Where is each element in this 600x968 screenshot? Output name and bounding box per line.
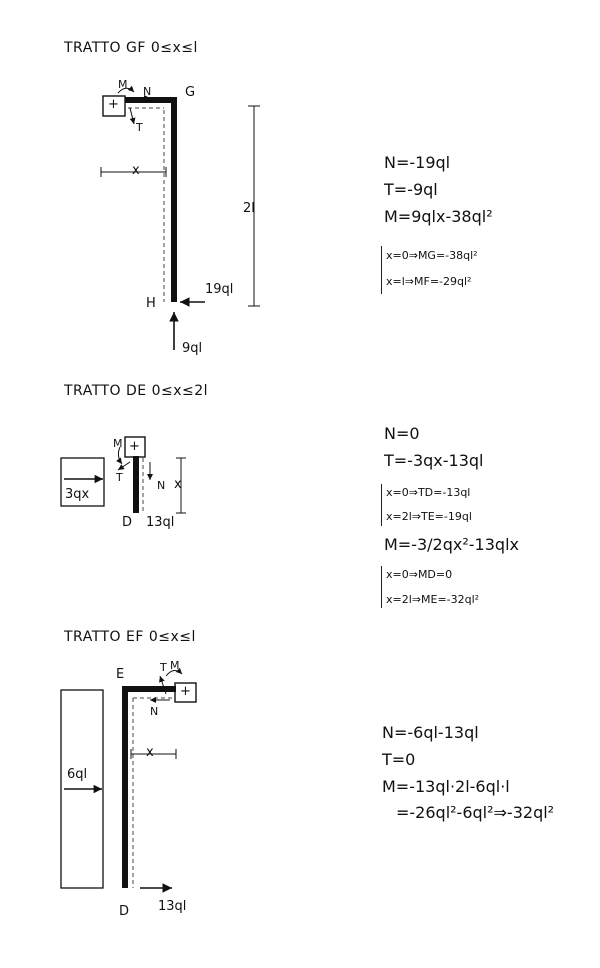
diagram-de [60,436,186,514]
ef-node-d: D [119,904,130,919]
gf-end-box [102,95,126,117]
ef-eq-n: N=-6ql-13ql [382,723,479,742]
gf-eq-n: N=-19ql [384,153,451,172]
de-moment-arrow [116,446,123,465]
ef-moment-arrow [165,667,183,677]
gf-eq-case2: x=l⇒MF=-29ql² [386,275,472,288]
gf-eq-t: T=-9ql [384,180,438,199]
ef-eq-t: T=0 [382,750,416,769]
ef-load-label: 6ql [67,767,88,782]
de-m-label: M [113,437,123,450]
ef-plus-sign: + [180,684,191,699]
ef-t-label: T [160,661,167,674]
gf-axial-load-label: 19ql [205,282,234,297]
ef-axial-load-label: 13ql [158,899,187,914]
gf-moment-arrow [117,85,135,94]
de-case-brace-m [381,566,382,608]
de-t-arrow [117,461,131,471]
de-n-label: N [157,479,166,492]
de-eq-m: M=-3/2qx²-13qlx [384,535,519,554]
de-axial-load-label: 13ql [146,515,175,530]
ef-n-label: N [150,705,159,718]
gf-x-label: x [132,163,140,178]
ef-m-label: M [170,659,180,672]
gf-length-label: 2l [243,201,255,216]
gf-case-brace [381,246,382,294]
de-case-brace-t [381,484,382,526]
section-ef-title: TRATTO EF 0≤x≤l [64,629,196,645]
de-load-label: 3qx [65,487,90,502]
section-de-title: TRATTO DE 0≤x≤2l [64,383,209,399]
de-x-label: x [174,477,182,492]
de-load-box [60,457,105,507]
de-plus-sign: + [129,439,140,454]
section-gf-title: TRATTO GF 0≤x≤l [64,40,198,56]
gf-t-arrow [129,107,136,125]
gf-node-h: H [146,296,156,311]
gf-plus-sign: + [108,97,119,112]
ef-node-e: E [116,667,125,682]
de-eq-n: N=0 [384,424,420,443]
gf-node-g: G [185,85,196,100]
ef-end-box [174,682,197,703]
gf-vertical-load-label: 9ql [182,341,203,356]
de-eq-case2: x=2l⇒TE=-19ql [386,510,472,523]
de-eq-case4: x=2l⇒ME=-32ql² [386,593,480,606]
ef-x-label: x [146,745,154,760]
de-t-label: T [116,471,123,484]
gf-eq-m: M=9qlx-38ql² [384,207,493,226]
diagram-ef [60,667,197,893]
de-node-d: D [122,515,133,530]
ef-eq-m: M=-13ql·2l-6ql·l [382,777,510,796]
gf-m-label: M [118,78,128,91]
gf-n-label: N [143,85,152,98]
gf-t-label: T [136,121,143,134]
gf-eq-case1: x=0⇒MG=-38ql² [386,249,478,262]
de-eq-case1: x=0⇒TD=-13ql [386,486,471,499]
ef-t-arrow [159,675,167,695]
diagram-gf [100,85,260,350]
ef-eq-m2: =-26ql²-6ql²⇒-32ql² [396,803,555,822]
de-eq-case3: x=0⇒MD=0 [386,568,453,581]
de-eq-t: T=-3qx-13ql [384,451,484,470]
ef-load-box [60,689,104,889]
